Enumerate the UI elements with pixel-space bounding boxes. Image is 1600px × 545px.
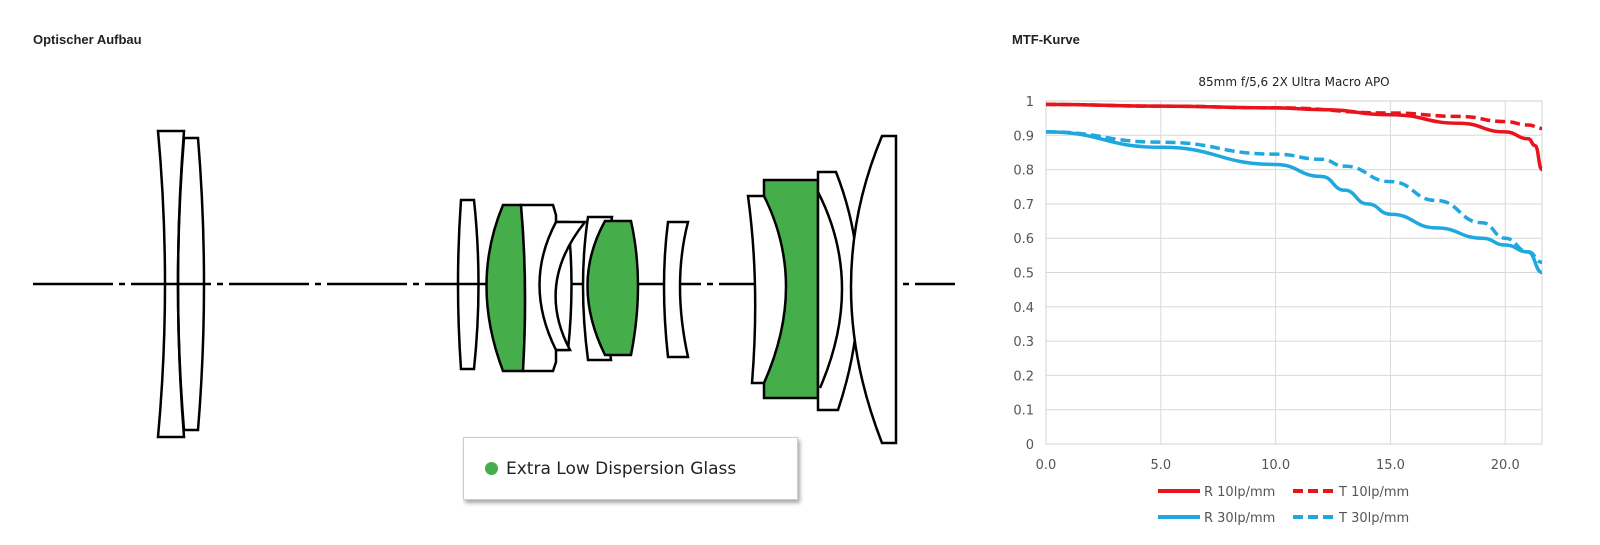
y-tick-label: 0.8	[1013, 164, 1034, 179]
ed-glass-legend-icon	[485, 462, 498, 475]
x-tick-label: 0.0	[1036, 458, 1057, 473]
y-tick-label: 0.7	[1013, 198, 1034, 213]
legend-label: T 10lp/mm	[1338, 485, 1409, 500]
series-line-r-10lp-mm	[1045, 102, 1544, 172]
lens-diagram	[33, 129, 955, 445]
chart-title: 85mm f/5,6 2X Ultra Macro APO	[1198, 75, 1389, 89]
legend-label: R 30lp/mm	[1204, 511, 1275, 526]
lens-element-7	[662, 220, 690, 359]
y-tick-label: 1	[1026, 95, 1034, 110]
series-line-t-10lp-mm	[1045, 102, 1543, 131]
x-tick-label: 15.0	[1376, 458, 1405, 473]
mtf-title: MTF-Kurve	[1012, 32, 1080, 47]
lens-element-3	[456, 198, 480, 371]
ed-glass-legend-label: Extra Low Dispersion Glass	[506, 458, 737, 479]
y-tick-label: 0.1	[1013, 404, 1034, 419]
optical-design-title: Optischer Aufbau	[33, 32, 142, 47]
ed-element-2	[586, 219, 640, 357]
series-line-r-30lp-mm	[1045, 130, 1543, 275]
y-tick-label: 0.5	[1013, 267, 1034, 282]
series-line-t-30lp-mm	[1045, 130, 1543, 264]
y-tick-label: 0.2	[1013, 369, 1034, 384]
y-tick-label: 0.4	[1013, 301, 1034, 316]
x-tick-label: 20.0	[1491, 458, 1520, 473]
lens-element-2	[176, 136, 206, 432]
legend-box: Extra Low Dispersion Glass	[463, 437, 798, 500]
ed-element-3	[762, 178, 820, 400]
lens-element-11	[849, 134, 898, 445]
y-tick-label: 0.3	[1013, 335, 1034, 350]
legend-label: T 30lp/mm	[1338, 511, 1409, 526]
x-tick-label: 5.0	[1150, 458, 1171, 473]
lens-element-10	[816, 191, 844, 389]
legend-label: R 10lp/mm	[1204, 485, 1275, 500]
x-tick-label: 10.0	[1261, 458, 1290, 473]
y-tick-label: 0.6	[1013, 232, 1034, 247]
y-tick-label: 0.9	[1013, 129, 1034, 144]
y-tick-label: 0	[1026, 438, 1034, 453]
lens-element-5	[538, 220, 588, 352]
